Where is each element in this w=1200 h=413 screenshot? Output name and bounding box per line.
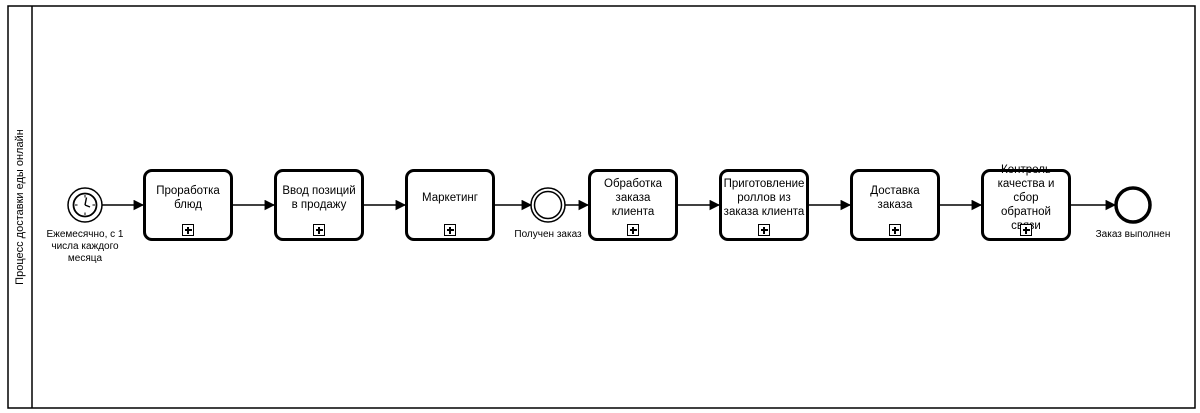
pool-border — [7, 5, 1196, 409]
task-label: Приготовление роллов из заказа клиента — [723, 178, 805, 218]
subprocess-plus-icon[interactable] — [1020, 224, 1032, 236]
subprocess-plus-icon[interactable] — [627, 224, 639, 236]
task-label: Проработка блюд — [156, 185, 220, 211]
task-prigotovlenie[interactable]: Приготовление роллов из заказа клиента — [719, 169, 809, 241]
task-label: Обработка заказа клиента — [604, 178, 662, 218]
task-vvod-pozicij[interactable]: Ввод позиций в продажу — [274, 169, 364, 241]
task-label: Контроль качества и сбор обратной связи — [997, 164, 1055, 232]
task-kontrol-kachestva[interactable]: Контроль качества и сбор обратной связи — [981, 164, 1071, 241]
start-timer-event[interactable] — [67, 187, 103, 223]
task-proработка[interactable]: Проработка блюд — [143, 169, 233, 241]
subprocess-plus-icon[interactable] — [444, 224, 456, 236]
subprocess-plus-icon[interactable] — [889, 224, 901, 236]
task-dostavka[interactable]: Доставка заказа — [850, 169, 940, 241]
task-label: Ввод позиций в продажу — [282, 185, 356, 211]
intermediate-event-label: Получен заказ — [514, 229, 582, 240]
clock-icon — [72, 192, 98, 218]
task-label: Маркетинг — [422, 192, 478, 204]
start-event-label: Ежемесячно, с 1 числа каждого месяца — [46, 229, 124, 264]
task-label: Доставка заказа — [870, 185, 920, 211]
intermediate-catch-event[interactable] — [530, 187, 566, 223]
pool-label: Процесс доставки еды онлайн — [8, 6, 32, 408]
subprocess-plus-icon[interactable] — [313, 224, 325, 236]
pool-label-text: Процесс доставки еды онлайн — [14, 129, 26, 285]
subprocess-plus-icon[interactable] — [758, 224, 770, 236]
end-event-label: Заказ выполнен — [1095, 229, 1171, 240]
subprocess-plus-icon[interactable] — [182, 224, 194, 236]
task-marketing[interactable]: Маркетинг — [405, 169, 495, 241]
task-obrabotka-zakaza[interactable]: Обработка заказа клиента — [588, 169, 678, 241]
end-event[interactable] — [1114, 186, 1152, 224]
